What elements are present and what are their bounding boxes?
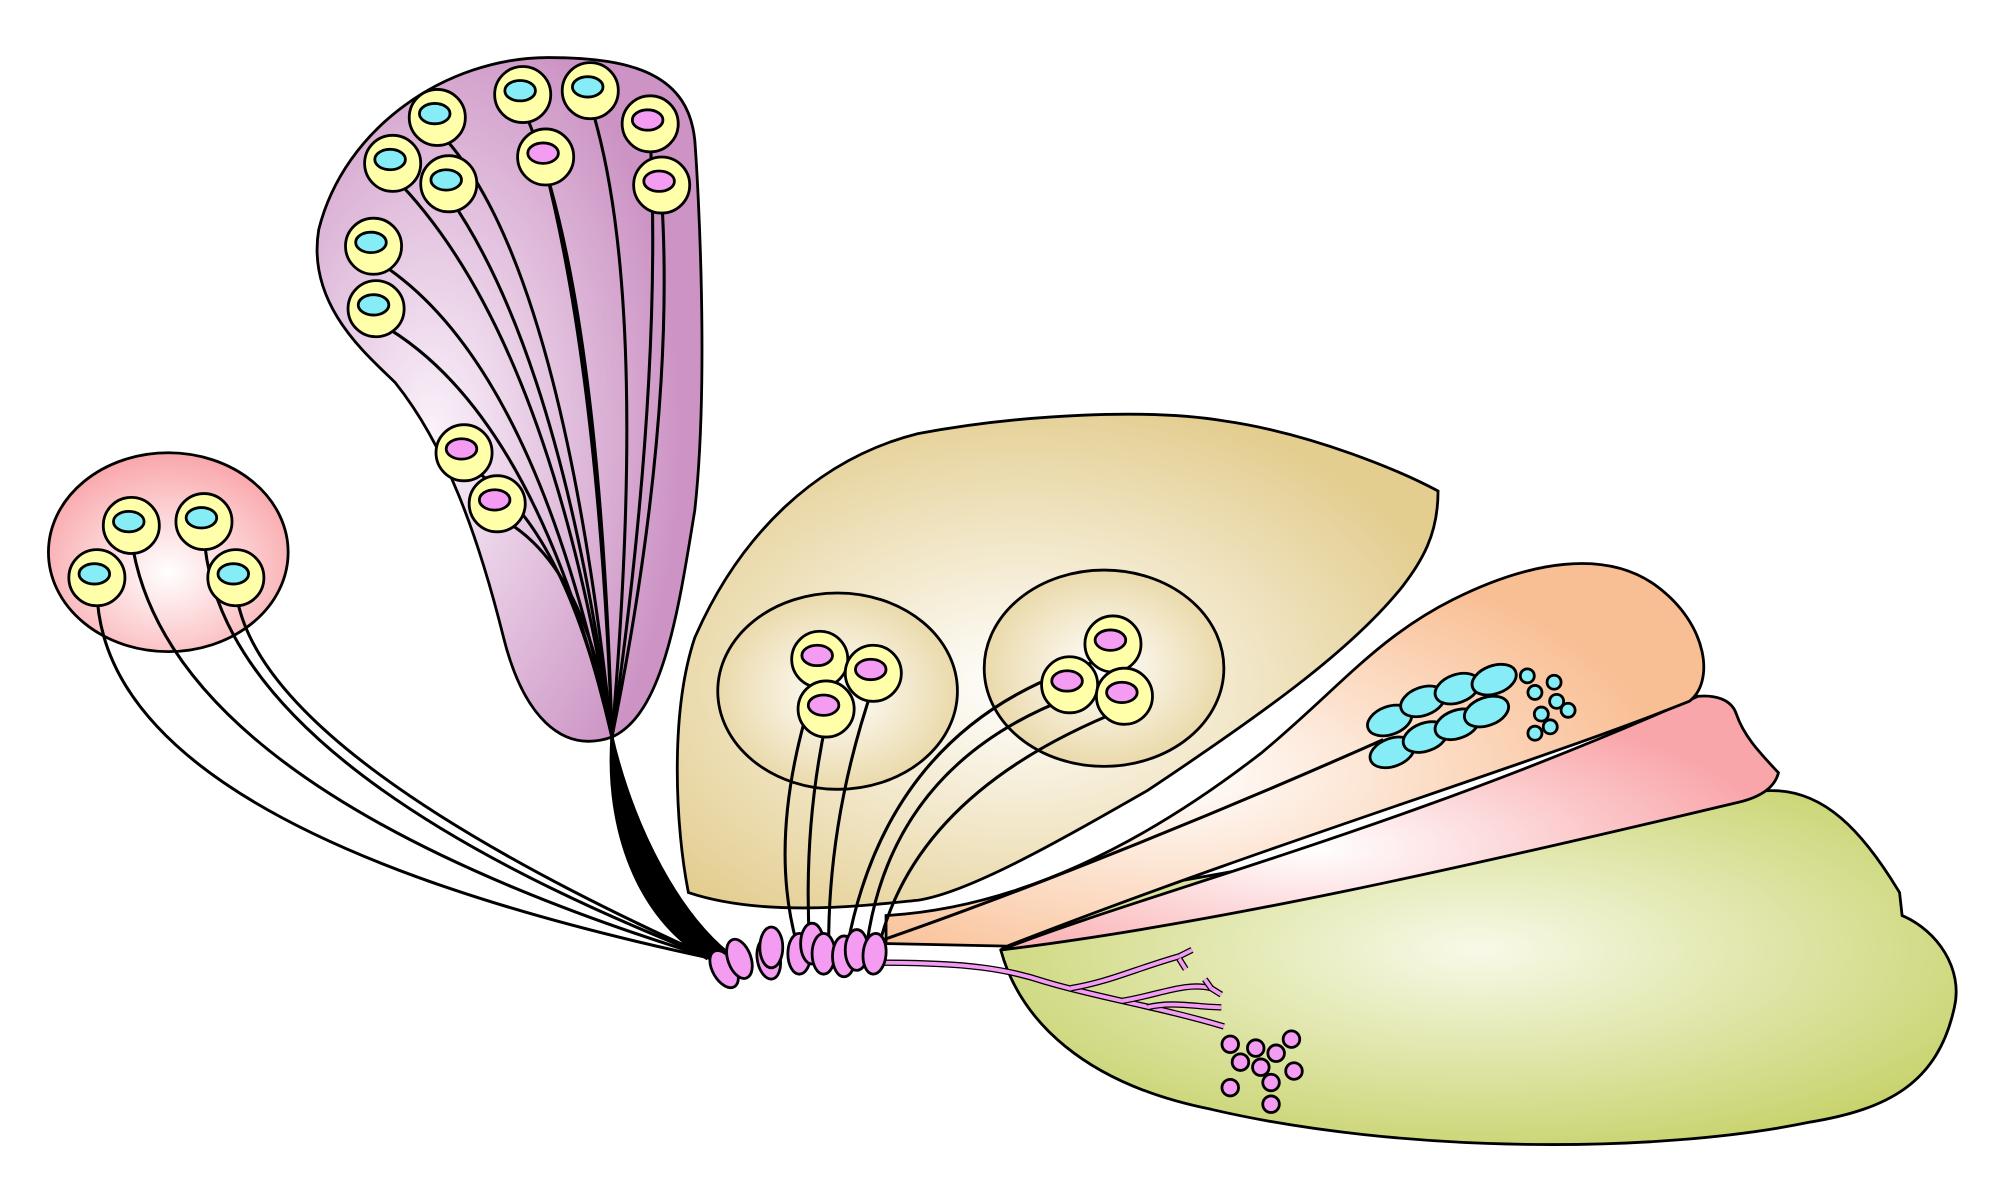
nucleus <box>800 643 834 668</box>
pink-dot <box>1266 1043 1286 1063</box>
fiber <box>806 721 828 944</box>
cell <box>101 495 161 555</box>
nucleus <box>642 169 676 193</box>
nucleus <box>184 506 219 530</box>
orange-region <box>884 562 1706 948</box>
bud <box>725 937 754 980</box>
fiber <box>129 537 715 961</box>
pink-fiber-branch <box>1203 978 1213 990</box>
nucleus <box>444 437 479 461</box>
cyan-dot <box>1559 701 1577 719</box>
buds <box>708 921 888 990</box>
nucleus <box>112 509 146 534</box>
cell <box>346 279 406 339</box>
cell <box>434 423 494 483</box>
small-particles <box>1220 662 1577 1114</box>
cyan-dot <box>1541 718 1559 736</box>
pink-fiber-branch <box>1121 984 1212 1003</box>
pink-dot <box>1220 1077 1240 1098</box>
pink-dot <box>1220 1034 1240 1054</box>
pink-dot <box>1284 1061 1304 1081</box>
cells <box>67 61 1154 739</box>
nucleus <box>373 147 407 172</box>
cell <box>419 154 479 214</box>
fiber <box>879 738 1384 943</box>
pink-fiber-branch <box>1146 1002 1222 1010</box>
pink-fiber-branch <box>879 960 1225 1029</box>
nucleus <box>77 562 112 586</box>
fiber <box>865 696 1071 944</box>
cyan-granule <box>1470 662 1518 697</box>
pink-dot <box>1251 1057 1271 1077</box>
cell <box>363 133 423 193</box>
pink-branching-fiber <box>879 947 1225 1030</box>
cyan-dot <box>1526 724 1544 742</box>
nucleus <box>806 693 841 717</box>
fiber <box>588 102 629 738</box>
pink-dot <box>1230 1052 1251 1072</box>
cyan-dot <box>1545 673 1563 691</box>
fibers <box>95 102 1384 961</box>
cyan-dot <box>1532 705 1550 723</box>
cyan-granule <box>1463 694 1510 729</box>
cell <box>790 629 850 689</box>
cell <box>1094 666 1154 726</box>
nucleus <box>477 488 512 512</box>
bud <box>758 925 785 970</box>
pink-fiber-branch <box>1177 957 1188 971</box>
pink-band-region <box>1000 694 1780 952</box>
cell <box>407 88 467 147</box>
nucleus <box>630 108 665 132</box>
cell <box>1040 655 1100 715</box>
bud <box>861 932 888 976</box>
pink-dot <box>1261 1072 1281 1093</box>
cell <box>467 474 527 534</box>
cell <box>632 155 692 215</box>
cell <box>206 548 266 608</box>
nucleus <box>1105 680 1139 705</box>
cell <box>843 643 903 703</box>
nucleus <box>503 79 537 103</box>
nucleus <box>854 657 888 682</box>
fiber <box>234 590 715 961</box>
fiber <box>878 707 1126 944</box>
nucleus <box>526 141 560 165</box>
fiber <box>544 169 614 738</box>
fiber <box>447 195 614 738</box>
cyan-dot <box>1526 684 1544 701</box>
cell <box>344 216 403 276</box>
fiber <box>496 515 614 738</box>
cell <box>67 548 127 608</box>
nucleus <box>418 102 452 126</box>
cell <box>1083 614 1143 674</box>
cell <box>516 127 576 187</box>
nucleus <box>216 562 251 586</box>
cyan-dot <box>1518 667 1536 685</box>
fiber <box>391 175 614 738</box>
cell <box>174 492 234 552</box>
nucleus <box>1050 669 1084 693</box>
nucleus <box>571 75 605 99</box>
fiber <box>827 685 875 944</box>
pink-dot <box>1261 1094 1281 1114</box>
cell <box>493 65 553 124</box>
fiber <box>610 736 737 961</box>
cell <box>796 679 856 739</box>
nucleus <box>354 230 388 254</box>
nucleus <box>1093 628 1128 652</box>
nucleus <box>356 293 391 317</box>
pink-fiber-branch <box>1178 948 1193 959</box>
fiber <box>610 197 666 738</box>
pink-fiber-branch <box>1070 954 1180 991</box>
cell <box>620 94 680 154</box>
cyan-dot <box>1548 692 1566 710</box>
pink-dot <box>1281 1029 1302 1049</box>
fiber <box>95 590 715 961</box>
pink-dot <box>1246 1038 1266 1058</box>
pink-fiber-branch <box>1210 986 1223 997</box>
nucleus <box>429 168 463 192</box>
cell <box>560 61 620 121</box>
